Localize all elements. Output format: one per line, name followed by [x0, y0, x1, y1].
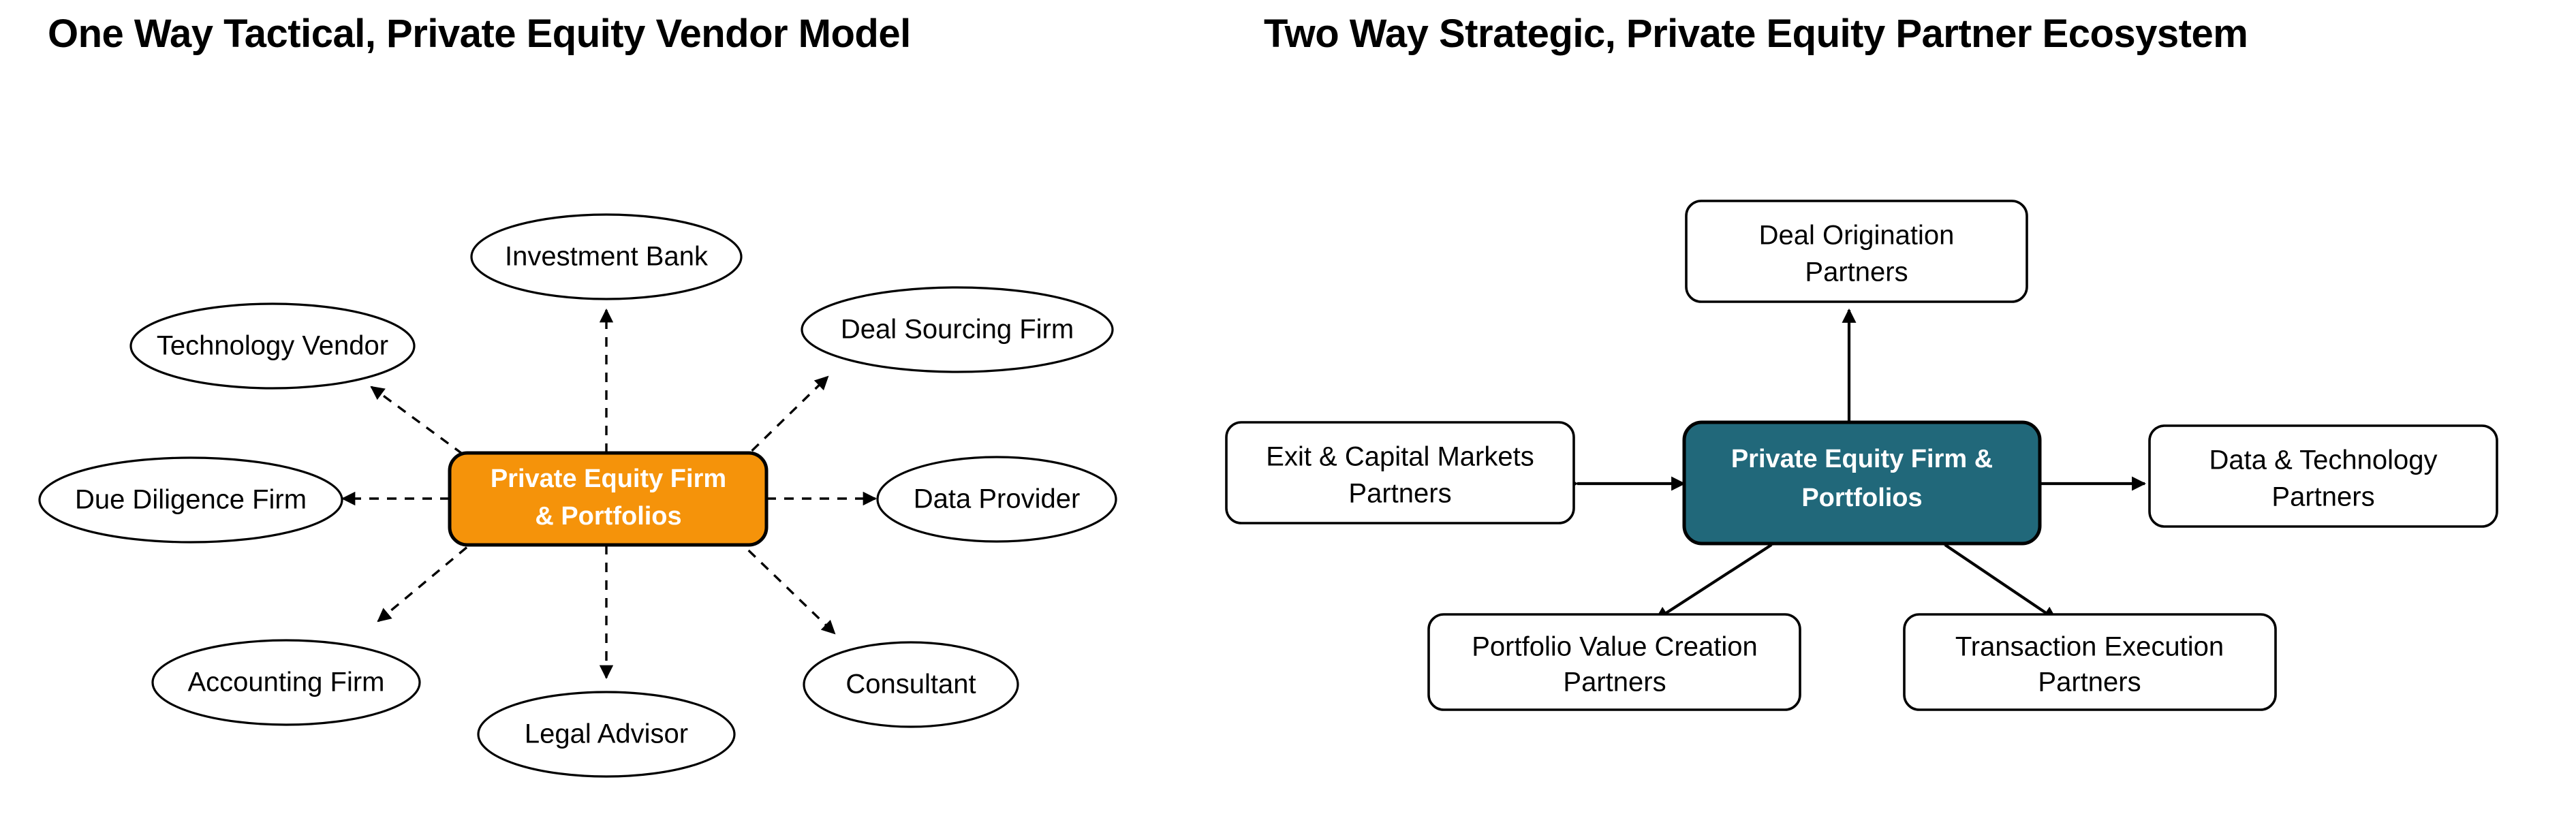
node-label-data-provider: Data Provider [914, 484, 1081, 514]
edge-center-to-deal-sourcing-firm [738, 375, 829, 465]
node-label-consultant: Consultant [845, 670, 976, 700]
node-label-exit-capital-markets-partners-line1: Exit & Capital Markets [1266, 442, 1534, 472]
node-label-accounting-firm: Accounting Firm [188, 668, 385, 697]
left-edges [341, 308, 878, 680]
left-center-node[interactable]: Private Equity Firm & Portfolios [448, 451, 769, 547]
node-label-data-technology-partners-line2: Partners [2271, 482, 2374, 512]
node-label-transaction-execution-partners-line1: Transaction Execution [1955, 632, 2224, 662]
node-technology-vendor[interactable]: Technology Vendor [129, 302, 416, 390]
node-label-due-diligence-firm: Due Diligence Firm [75, 485, 307, 515]
node-label-portfolio-value-creation-partners-line1: Portfolio Value Creation [1472, 632, 1758, 662]
edge-center-to-technology-vendor [370, 386, 478, 466]
node-investment-bank[interactable]: Investment Bank [470, 213, 743, 300]
node-legal-advisor[interactable]: Legal Advisor [477, 691, 736, 778]
edge-center-to-consultant [734, 537, 836, 635]
node-deal-origination-partners[interactable]: Deal Origination Partners [1685, 200, 2028, 303]
node-due-diligence-firm[interactable]: Due Diligence Firm [38, 456, 343, 544]
right-edges [1564, 308, 2147, 621]
node-label-deal-origination-partners-line1: Deal Origination [1759, 221, 1955, 251]
node-data-technology-partners[interactable]: Data & Technology Partners [2148, 424, 2498, 528]
node-label-legal-advisor: Legal Advisor [525, 719, 688, 749]
node-accounting-firm[interactable]: Accounting Firm [151, 639, 421, 726]
right-panel-title: Two Way Strategic, Private Equity Partne… [1264, 12, 2248, 56]
node-consultant[interactable]: Consultant [803, 641, 1019, 728]
left-panel-title: One Way Tactical, Private Equity Vendor … [48, 12, 911, 56]
node-exit-capital-markets-partners[interactable]: Exit & Capital Markets Partners [1225, 421, 1575, 524]
left-center-label-line1: Private Equity Firm [491, 465, 726, 493]
edge-center-to-accounting-firm [377, 535, 482, 623]
node-transaction-execution-partners[interactable]: Transaction Execution Partners [1903, 613, 2277, 711]
node-label-technology-vendor: Technology Vendor [157, 331, 388, 361]
node-label-transaction-execution-partners-line2: Partners [2038, 668, 2141, 697]
edge-center-to-transaction-execution-partners [1930, 531, 2058, 621]
left-center-label-line2: & Portfolios [535, 502, 681, 531]
node-label-data-technology-partners-line1: Data & Technology [2209, 445, 2437, 475]
node-deal-sourcing-firm[interactable]: Deal Sourcing Firm [801, 286, 1114, 373]
node-label-deal-sourcing-firm: Deal Sourcing Firm [841, 315, 1074, 345]
node-label-exit-capital-markets-partners-line2: Partners [1348, 479, 1451, 509]
node-label-investment-bank: Investment Bank [505, 242, 709, 272]
right-center-label-line1: Private Equity Firm & [1731, 445, 1993, 473]
node-label-deal-origination-partners-line2: Partners [1805, 257, 1908, 287]
right-center-node[interactable]: Private Equity Firm & Portfolios [1682, 420, 2042, 546]
right-center-label-line2: Portfolios [1801, 484, 1922, 512]
node-data-provider[interactable]: Data Provider [876, 456, 1117, 543]
edge-center-to-portfolio-value-creation-partners [1654, 531, 1786, 621]
node-label-portfolio-value-creation-partners-line2: Partners [1563, 668, 1666, 697]
node-portfolio-value-creation-partners[interactable]: Portfolio Value Creation Partners [1427, 613, 1801, 711]
